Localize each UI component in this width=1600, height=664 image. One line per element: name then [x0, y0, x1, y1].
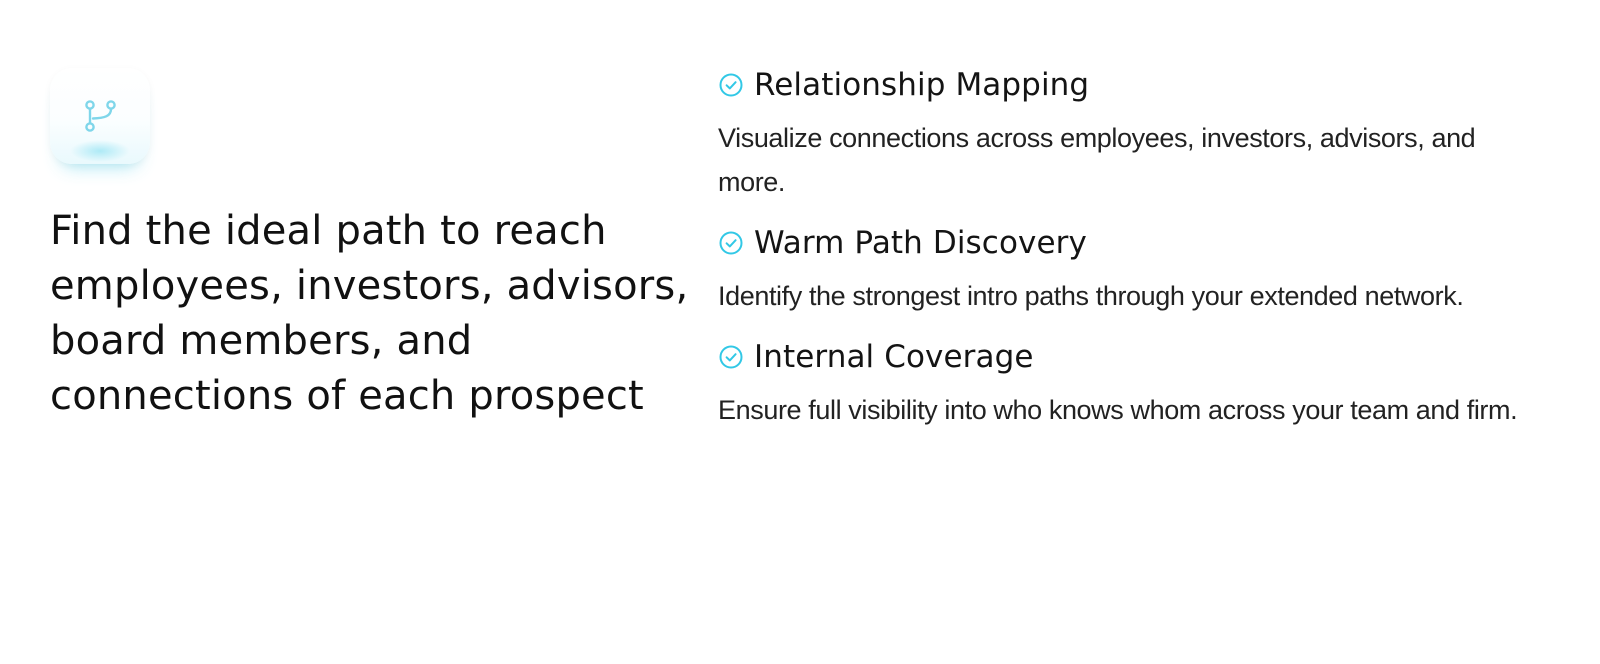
check-circle-icon: [719, 345, 743, 369]
check-circle-icon: [719, 73, 743, 97]
feature-list: Relationship Mapping Visualize connectio…: [718, 64, 1538, 450]
git-branch-icon: [85, 100, 116, 132]
page-headline: Find the ideal path to reach employees, …: [50, 208, 689, 419]
icon-tile-glow: [70, 140, 130, 162]
feature-header: Relationship Mapping: [718, 64, 1538, 106]
check-circle-icon: [719, 231, 743, 255]
feature-description: Ensure full visibility into who knows wh…: [718, 395, 1518, 425]
feature-title: Relationship Mapping: [754, 67, 1090, 103]
feature-item-warm-path-discovery: Warm Path Discovery Identify the stronge…: [718, 222, 1538, 318]
feature-item-relationship-mapping: Relationship Mapping Visualize connectio…: [718, 64, 1538, 204]
feature-icon-tile: [50, 68, 150, 164]
feature-title: Warm Path Discovery: [754, 225, 1087, 261]
feature-description: Identify the strongest intro paths throu…: [718, 281, 1464, 311]
feature-header: Internal Coverage: [718, 336, 1538, 378]
feature-header: Warm Path Discovery: [718, 222, 1538, 264]
feature-title: Internal Coverage: [754, 339, 1034, 375]
feature-item-internal-coverage: Internal Coverage Ensure full visibility…: [718, 336, 1538, 432]
feature-description: Visualize connections across employees, …: [718, 123, 1476, 197]
